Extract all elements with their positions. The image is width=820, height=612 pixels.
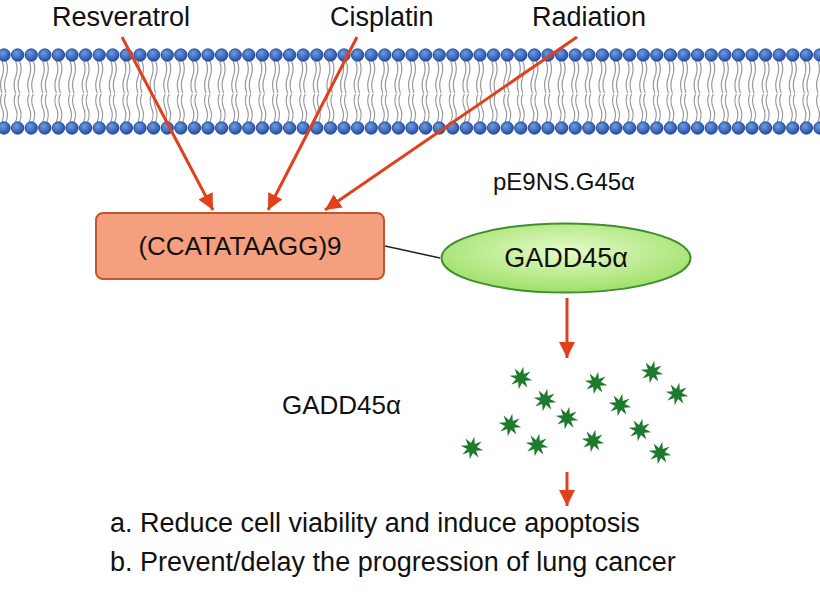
node-text: Cisplatin: [330, 2, 434, 33]
protein-stars: [461, 361, 689, 465]
plasmid-label: pE9NS.G45α: [493, 168, 635, 196]
node-text: Resveratrol: [52, 2, 190, 33]
node-text: b. Prevent/delay the progression of lung…: [110, 547, 676, 578]
cell-membrane: [0, 49, 820, 134]
protein-group: GADD45α: [460, 360, 700, 468]
text-node: a. Reduce cell viability and induce apop…: [110, 508, 676, 578]
node-text: GADD45α: [504, 243, 628, 274]
arrow: [122, 37, 213, 210]
arrow: [268, 37, 357, 210]
arrow: [566, 472, 569, 506]
text-node: Resveratrol: [52, 2, 190, 33]
arrow: [566, 298, 569, 358]
node-text: a. Reduce cell viability and induce apop…: [110, 508, 676, 539]
node-text: (CCATATAAGG)9: [138, 231, 341, 262]
text-node: Radiation: [532, 2, 646, 33]
node-text: Radiation: [532, 2, 646, 33]
gene-ellipse: GADD45α: [440, 222, 692, 294]
link-line: [385, 246, 440, 258]
text-node: Cisplatin: [330, 2, 434, 33]
sequence-box: (CCATATAAGG)9: [95, 212, 385, 280]
protein-label: GADD45α: [282, 390, 401, 421]
